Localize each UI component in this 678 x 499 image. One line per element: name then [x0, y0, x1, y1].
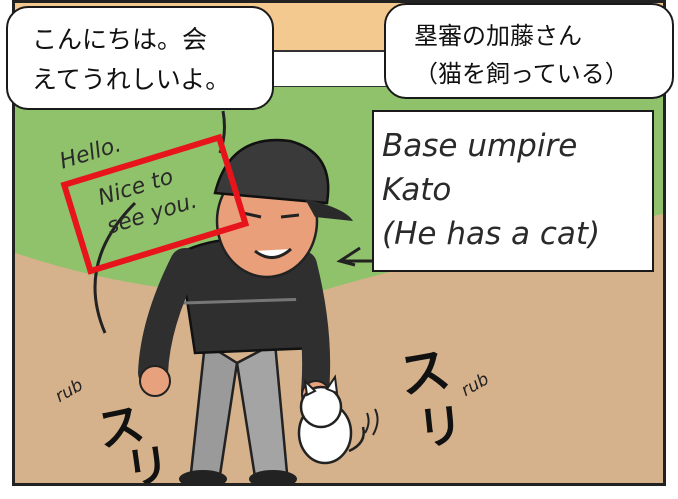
motion-line	[218, 110, 226, 154]
umpire-shoe	[179, 470, 227, 483]
sfx-suri-left-2: リ	[122, 439, 173, 486]
caption-line: Kato	[382, 172, 452, 208]
speech-bubble-greeting: こんにちは。会 えてうれしいよ。	[6, 6, 274, 110]
umpire-hand-left	[139, 365, 171, 397]
umpire-arm-right	[289, 251, 331, 405]
cat-tail	[348, 426, 365, 453]
caption-line: (He has a cat)	[382, 216, 601, 252]
umpire-mouth	[254, 247, 292, 259]
cat-head	[299, 385, 343, 429]
dirt-area	[15, 214, 663, 483]
speech-line: こんにちは。会	[32, 25, 208, 54]
caption-box-english: Base umpire Kato (He has a cat)	[372, 110, 654, 272]
narration-line: 塁審の加藤さん	[414, 22, 582, 50]
caption-line: Base umpire	[382, 128, 578, 164]
umpire-arm-left	[138, 248, 200, 388]
umpire-shoe	[249, 470, 297, 483]
umpire-cap	[213, 138, 330, 205]
sfx-suri-right-2: リ	[414, 397, 467, 457]
narration-line: （猫を飼っている）	[414, 60, 629, 88]
speech-line: えてうれしいよ。	[32, 65, 231, 94]
umpire-cap-brim	[305, 199, 353, 221]
speech-bubble-narration: 塁審の加藤さん （猫を飼っている）	[384, 3, 674, 99]
motion-line	[93, 201, 137, 334]
